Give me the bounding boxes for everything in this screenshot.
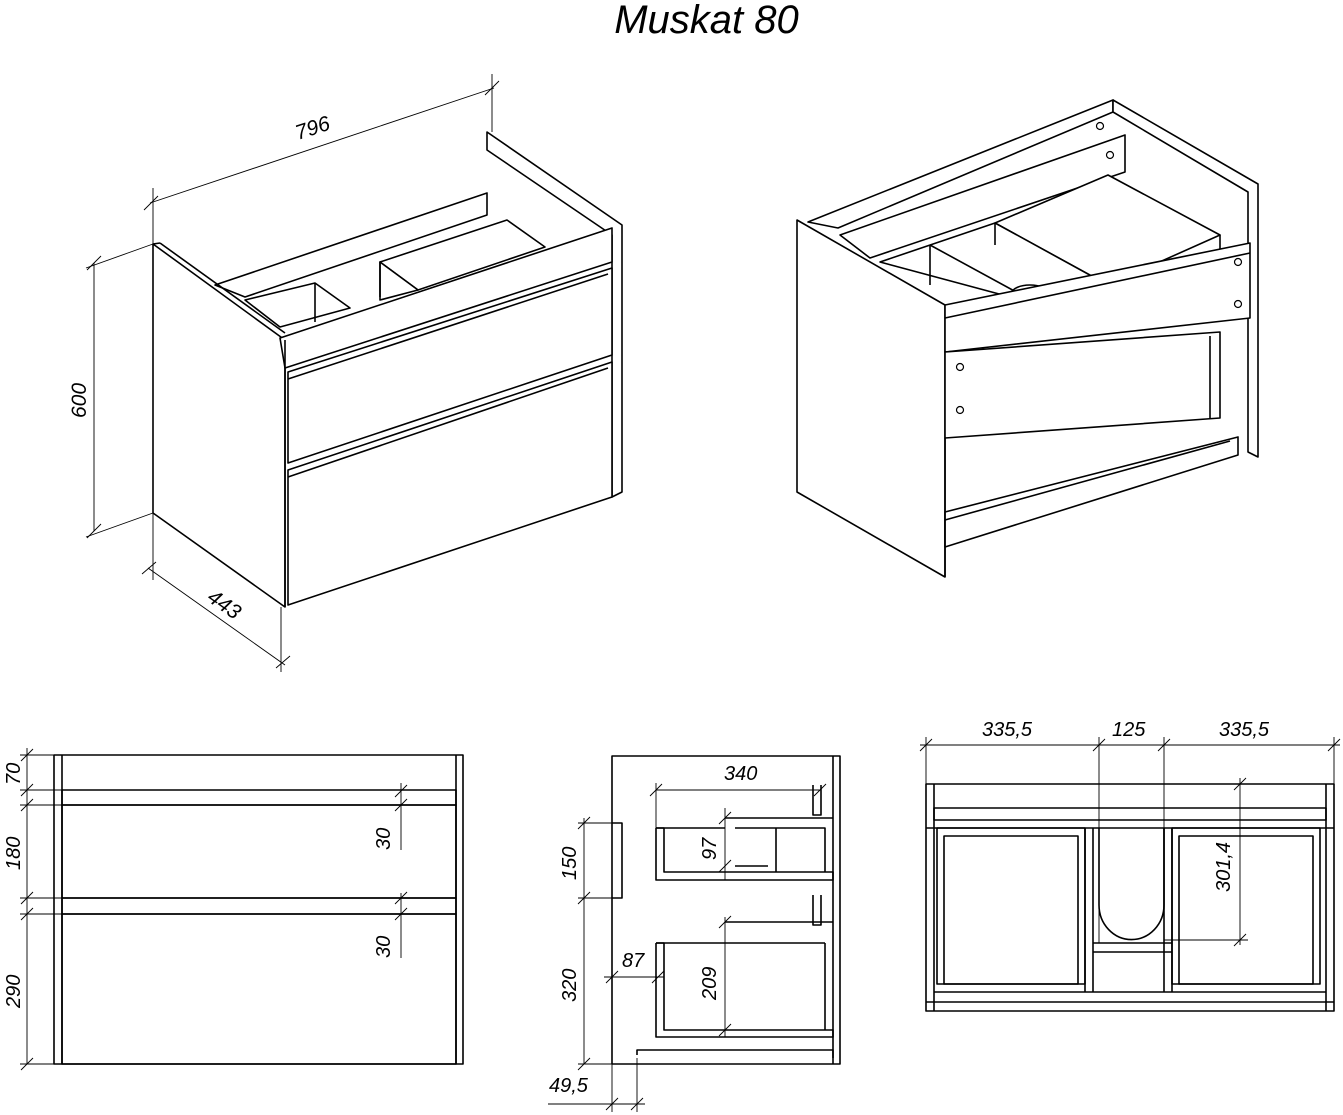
dim-335-5-right: 335,5 — [1219, 719, 1270, 741]
dim-87: 87 — [622, 950, 645, 972]
dim-49-5: 49,5 — [549, 1075, 589, 1097]
isometric-back-view — [796, 99, 1259, 578]
side-section-view: 340 150 320 97 209 87 49,5 — [548, 755, 841, 1112]
dim-335-5-left: 335,5 — [982, 719, 1033, 741]
dim-97: 97 — [699, 837, 721, 860]
isometric-front-view: 796 600 443 — [68, 74, 623, 672]
dim-443: 443 — [203, 585, 245, 624]
front-elevation-view: 70 180 290 30 30 — [3, 748, 464, 1071]
dim-30-lower: 30 — [373, 936, 395, 958]
dim-30-upper: 30 — [373, 828, 395, 850]
dim-70: 70 — [3, 763, 25, 785]
top-plan-view: 335,5 125 335,5 301,4 — [919, 719, 1341, 1012]
dim-290: 290 — [3, 975, 25, 1009]
dim-125: 125 — [1112, 719, 1146, 741]
page-title: Muskat 80 — [614, 0, 799, 42]
dim-600: 600 — [68, 383, 91, 418]
dim-340: 340 — [724, 763, 757, 785]
dim-209: 209 — [699, 967, 721, 1001]
dim-320: 320 — [559, 969, 581, 1002]
dim-301-4: 301,4 — [1213, 842, 1235, 892]
dim-150: 150 — [559, 847, 581, 880]
dim-796: 796 — [292, 112, 333, 145]
dim-180: 180 — [3, 837, 25, 870]
